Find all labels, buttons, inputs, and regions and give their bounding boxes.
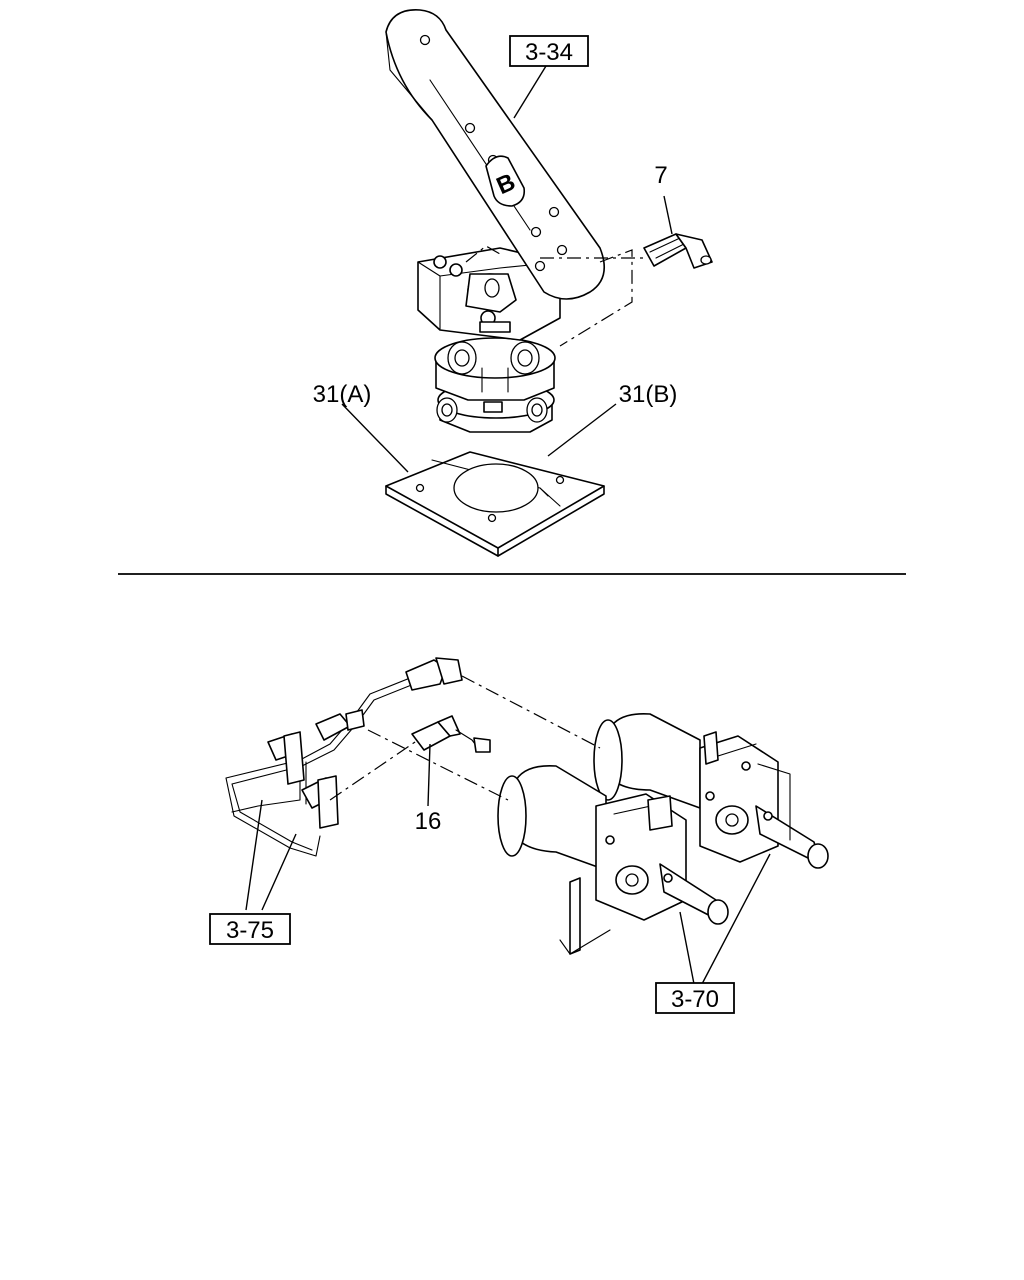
brake-chamber-rear <box>593 712 829 869</box>
pressure-switch <box>411 715 491 753</box>
callout-3-70-box <box>655 982 735 1014</box>
callout-3-75: 3-75 <box>226 917 274 944</box>
callout-31b: 31(B) <box>619 381 678 408</box>
brake-pedal: B <box>385 9 606 300</box>
brake-piping-assembly <box>225 657 829 985</box>
valve-body <box>434 337 556 433</box>
callout-31a: 31(A) <box>313 381 372 408</box>
callout-3-34-box <box>509 35 589 67</box>
pipe-fittings <box>267 657 463 829</box>
callout-7: 7 <box>654 162 667 189</box>
callout-3-70: 3-70 <box>671 986 719 1013</box>
callout-3-75-box <box>209 913 291 945</box>
brake-chamber-front <box>497 764 729 955</box>
callout-16: 16 <box>415 808 442 835</box>
mounting-plate <box>385 451 605 557</box>
callout-3-34: 3-34 <box>525 39 573 66</box>
elbow-fitting <box>643 233 713 269</box>
valve-housing <box>417 247 561 341</box>
brake-valve-assembly: B <box>341 9 713 557</box>
